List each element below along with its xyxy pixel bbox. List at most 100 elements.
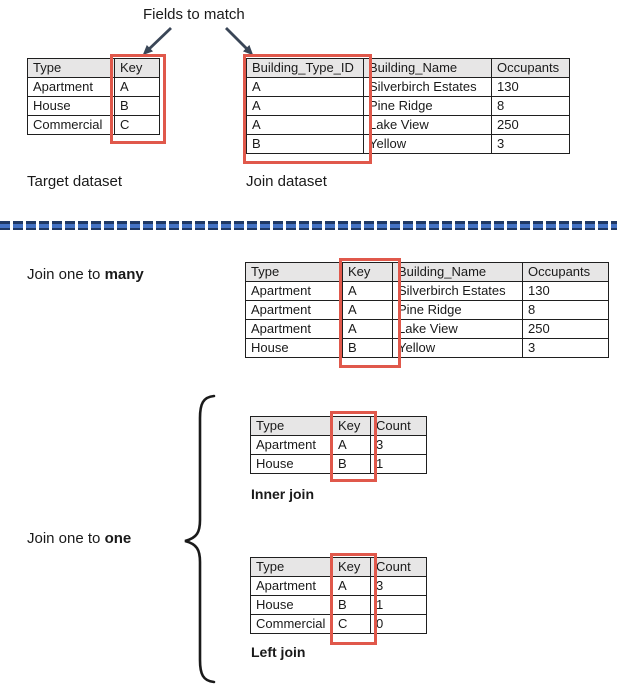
join-one-to-many-label: Join one to many — [27, 266, 144, 283]
table-header-row: Type Key Building_Name Occupants — [245, 262, 609, 282]
table-row: A Silverbirch Estates 130 — [246, 77, 570, 97]
table-cell: Yellow — [363, 134, 492, 154]
column-header: Occupants — [522, 262, 609, 282]
column-header: Type — [27, 58, 115, 78]
table-cell: A — [246, 115, 364, 135]
table-cell: A — [114, 77, 160, 97]
column-header: Occupants — [491, 58, 570, 78]
one-to-many-table: Type Key Building_Name Occupants Apartme… — [245, 262, 609, 358]
table-cell: Commercial — [27, 115, 115, 135]
table-cell: C — [332, 614, 371, 634]
table-cell: House — [27, 96, 115, 116]
table-cell: A — [332, 576, 371, 596]
table-cell: A — [246, 77, 364, 97]
left-join-table: Type Key Count Apartment A 3 House B 1 C… — [250, 557, 427, 634]
table-cell: Commercial — [250, 614, 333, 634]
table-cell: 3 — [370, 576, 427, 596]
column-header: Key — [332, 416, 371, 436]
table-cell: Apartment — [245, 319, 343, 339]
column-header: Key — [332, 557, 371, 577]
join-one-to-one-bold: one — [104, 530, 132, 547]
table-cell: 1 — [370, 595, 427, 615]
column-header: Building_Name — [363, 58, 492, 78]
table-row: Apartment A Pine Ridge 8 — [245, 300, 609, 320]
table-cell: A — [342, 300, 393, 320]
column-header: Count — [370, 416, 427, 436]
table-cell: House — [250, 454, 333, 474]
table-row: B Yellow 3 — [246, 134, 570, 154]
table-row: Commercial C — [27, 115, 160, 135]
inner-join-label: Inner join — [251, 486, 314, 502]
table-cell: B — [246, 134, 364, 154]
divider-dash-top — [0, 221, 617, 224]
table-row: House B 1 — [250, 454, 427, 474]
table-row: Apartment A Lake View 250 — [245, 319, 609, 339]
table-cell: Pine Ridge — [392, 300, 523, 320]
table-cell: Apartment — [250, 435, 333, 455]
table-row: House B 1 — [250, 595, 427, 615]
table-header-row: Building_Type_ID Building_Name Occupants — [246, 58, 570, 78]
column-header: Type — [250, 557, 333, 577]
target-dataset-label: Target dataset — [27, 173, 123, 190]
table-cell: A — [246, 96, 364, 116]
table-cell: Yellow — [392, 338, 523, 358]
table-row: Apartment A 3 — [250, 435, 427, 455]
target-table: Type Key Apartment A House B Commercial … — [27, 58, 160, 135]
arrow-down-left-icon — [142, 26, 172, 56]
table-cell: 0 — [370, 614, 427, 634]
table-row: House B Yellow 3 — [245, 338, 609, 358]
table-header-row: Type Key — [27, 58, 160, 78]
inner-join-table: Type Key Count Apartment A 3 House B 1 — [250, 416, 427, 474]
table-cell: House — [250, 595, 333, 615]
column-header: Key — [342, 262, 393, 282]
table-row: Apartment A Silverbirch Estates 130 — [245, 281, 609, 301]
table-row: House B — [27, 96, 160, 116]
table-cell: B — [332, 595, 371, 615]
table-row: A Lake View 250 — [246, 115, 570, 135]
table-cell: Pine Ridge — [363, 96, 492, 116]
join-table: Building_Type_ID Building_Name Occupants… — [246, 58, 570, 154]
table-cell: 3 — [370, 435, 427, 455]
table-cell: House — [245, 338, 343, 358]
column-header: Count — [370, 557, 427, 577]
table-cell: 3 — [491, 134, 570, 154]
table-cell: 130 — [491, 77, 570, 97]
table-cell: 8 — [491, 96, 570, 116]
divider-dash-bottom — [0, 228, 617, 230]
table-cell: B — [332, 454, 371, 474]
table-cell: B — [342, 338, 393, 358]
table-cell: A — [342, 281, 393, 301]
table-header-row: Type Key Count — [250, 557, 427, 577]
column-header: Building_Type_ID — [246, 58, 364, 78]
table-cell: Silverbirch Estates — [363, 77, 492, 97]
table-row: Commercial C 0 — [250, 614, 427, 634]
table-cell: A — [332, 435, 371, 455]
table-cell: Apartment — [27, 77, 115, 97]
left-join-label: Left join — [251, 644, 306, 660]
table-cell: 130 — [522, 281, 609, 301]
table-cell: Lake View — [392, 319, 523, 339]
fields-to-match-label: Fields to match — [143, 6, 245, 23]
column-header: Type — [245, 262, 343, 282]
column-header: Type — [250, 416, 333, 436]
table-row: Apartment A 3 — [250, 576, 427, 596]
table-cell: 1 — [370, 454, 427, 474]
join-one-to-one-label: Join one to one — [27, 530, 131, 547]
table-header-row: Type Key Count — [250, 416, 427, 436]
join-one-to-many-bold: many — [104, 266, 144, 283]
table-cell: 250 — [491, 115, 570, 135]
table-cell: Silverbirch Estates — [392, 281, 523, 301]
table-cell: Apartment — [245, 300, 343, 320]
section-divider — [0, 221, 617, 231]
table-cell: Apartment — [250, 576, 333, 596]
table-row: Apartment A — [27, 77, 160, 97]
table-cell: A — [342, 319, 393, 339]
column-header: Building_Name — [392, 262, 523, 282]
table-cell: C — [114, 115, 160, 135]
column-header: Key — [114, 58, 160, 78]
table-cell: 8 — [522, 300, 609, 320]
table-row: A Pine Ridge 8 — [246, 96, 570, 116]
table-cell: Apartment — [245, 281, 343, 301]
table-cell: Lake View — [363, 115, 492, 135]
